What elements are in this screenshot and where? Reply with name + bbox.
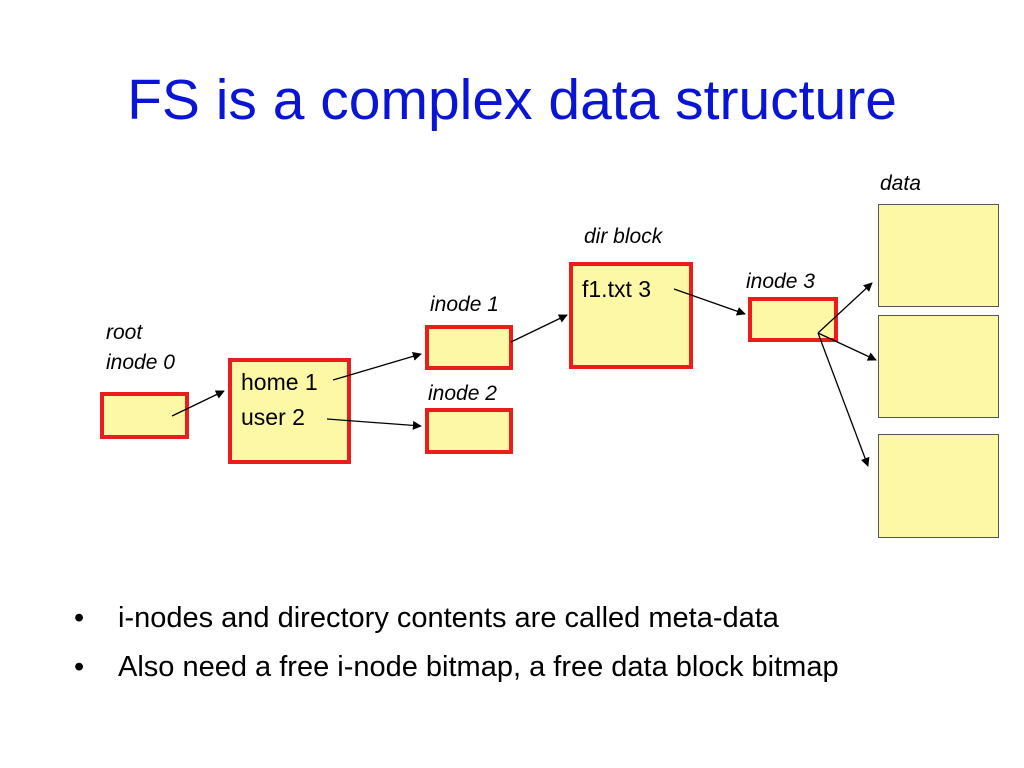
inode2-label: inode 2 [428, 382, 497, 405]
bullet-text: Also need a free i-node bitmap, a free d… [118, 651, 839, 683]
inode3-label: inode 3 [746, 270, 815, 293]
user-dir-entry: user 2 [241, 404, 305, 430]
dir-block-label: dir block [584, 225, 663, 248]
inode1-box [425, 325, 513, 370]
home-dir-entry: home 1 [241, 369, 318, 395]
inode2-box [425, 408, 513, 454]
arrow-inode1-to-dirblock [510, 314, 568, 343]
root-dir-block-box [228, 358, 351, 464]
dir-block-box [569, 262, 693, 369]
bullet-list: • i-nodes and directory contents are cal… [74, 604, 839, 702]
bullet-marker: • [74, 651, 85, 683]
data-block-3 [878, 434, 999, 538]
arrow-inode3-to-data3 [817, 332, 870, 467]
inode1-label: inode 1 [430, 293, 499, 316]
root-label: root [106, 321, 143, 344]
data-block-2 [878, 315, 999, 418]
data-block-1 [878, 204, 999, 307]
bullet-text: i-nodes and directory contents are calle… [118, 602, 779, 634]
bullet-item: • Also need a free i-node bitmap, a free… [74, 653, 839, 682]
slide-title: FS is a complex data structure [127, 68, 897, 132]
f1-txt-entry: f1.txt 3 [582, 276, 652, 302]
inode3-box [748, 297, 838, 342]
data-label: data [880, 172, 921, 195]
inode0-label: inode 0 [106, 351, 175, 374]
root-inode-box [100, 392, 189, 439]
bullet-marker: • [74, 602, 85, 634]
bullet-item: • i-nodes and directory contents are cal… [74, 604, 839, 633]
